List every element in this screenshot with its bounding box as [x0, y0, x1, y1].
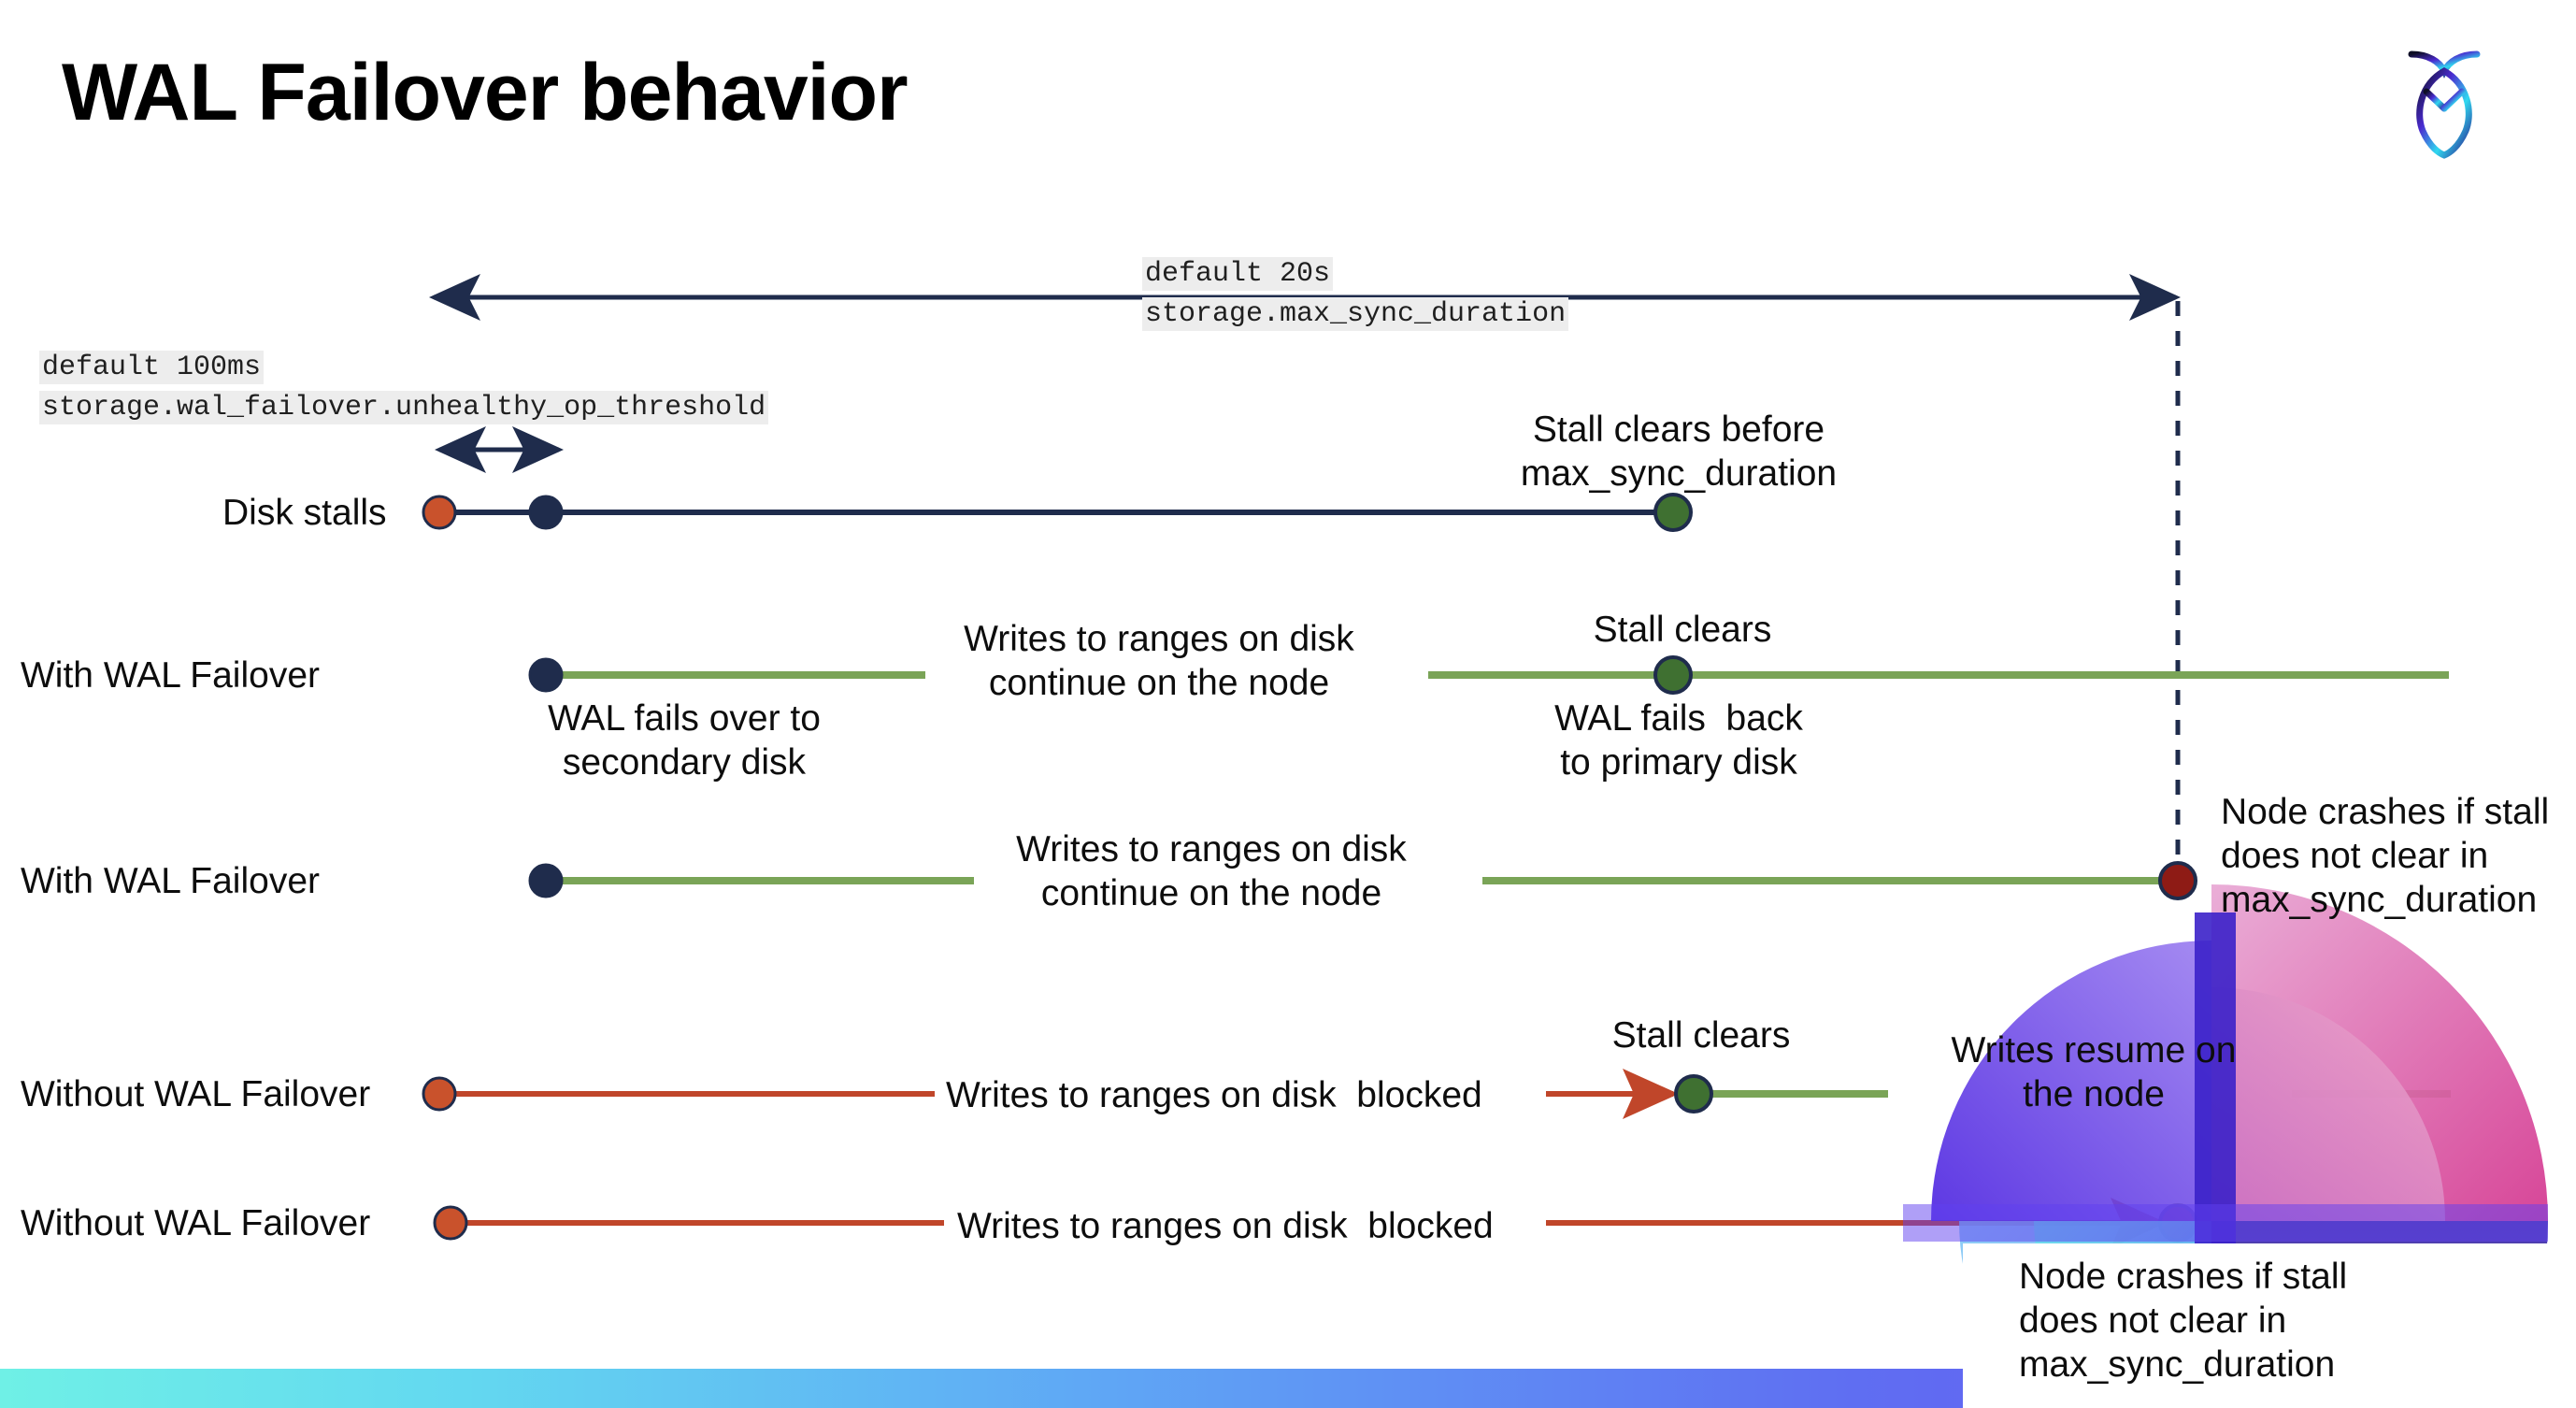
- annotation-writes-blocked-row5: Writes to ranges on disk blocked: [957, 1206, 1494, 1246]
- annotation-stall-clears-row4: Stall clears: [1611, 1015, 1791, 1056]
- row-with-wal-failover-1-track: [528, 655, 2449, 695]
- unhealthy-op-threshold-chip: default 100ms storage.wal_failover.unhea…: [39, 348, 769, 428]
- dark-red-crash-dot: [2158, 1203, 2197, 1243]
- page-title: WAL Failover behavior: [62, 48, 909, 137]
- green-stall-clear-dot: [1674, 1074, 1713, 1113]
- dark-red-crash-dot: [2158, 861, 2197, 900]
- row-label-with-wal-failover-2: With WAL Failover: [21, 861, 320, 901]
- annotation-writes-resume: Writes resume on the node: [1951, 1030, 2237, 1114]
- cockroach-logo-icon: [2374, 26, 2514, 166]
- navy-failover-dot: [528, 657, 564, 693]
- unhealthy-op-default-label: default 100ms: [39, 351, 265, 384]
- row-with-wal-failover-2-track: [528, 861, 2197, 900]
- unhealthy-op-setting-name: storage.wal_failover.unhealthy_op_thresh…: [39, 391, 769, 424]
- green-stall-clear-dot: [1653, 493, 1693, 532]
- row-disk-stalls-track: [422, 493, 1693, 532]
- row-without-wal-failover-1-track: [422, 1069, 2451, 1119]
- row-label-without-wal-failover-1: Without WAL Failover: [21, 1074, 371, 1114]
- row-label-disk-stalls: Disk stalls: [222, 493, 387, 533]
- crash-callout-box: Node crashes if stall does not clear in …: [1963, 1243, 2576, 1408]
- max-sync-default-label: default 20s: [1142, 257, 1334, 291]
- max-sync-duration-chip: default 20s storage.max_sync_duration: [1142, 254, 1569, 335]
- row-label-with-wal-failover-1: With WAL Failover: [21, 655, 320, 696]
- navy-failover-dot: [528, 863, 564, 898]
- navy-dot: [528, 495, 564, 530]
- annotation-stall-clears-row2: Stall clears: [1593, 610, 1772, 650]
- annotation-writes-continue-row2: Writes to ranges on disk continue on the…: [964, 619, 1354, 703]
- annotation-writes-blocked-row4: Writes to ranges on disk blocked: [946, 1075, 1482, 1115]
- annotation-wal-fails-back: WAL fails back to primary disk: [1554, 698, 1803, 783]
- max-sync-setting-name: storage.max_sync_duration: [1142, 297, 1569, 331]
- annotation-wal-fails-over: WAL fails over to secondary disk: [548, 698, 821, 783]
- annotation-stall-clears-before: Stall clears before max_sync_duration: [1520, 409, 1838, 494]
- annotation-node-crashes-row5: Node crashes if stall does not clear in …: [2019, 1257, 2348, 1385]
- orange-start-dot: [422, 495, 457, 530]
- orange-start-dot: [433, 1205, 468, 1241]
- annotation-node-crashes-row3: Node crashes if stall does not clear in …: [2221, 792, 2550, 920]
- orange-start-dot: [422, 1076, 457, 1112]
- annotation-writes-continue-row3: Writes to ranges on disk continue on the…: [1016, 829, 1407, 913]
- green-stall-clear-dot: [1653, 655, 1693, 695]
- row-label-without-wal-failover-2: Without WAL Failover: [21, 1203, 371, 1243]
